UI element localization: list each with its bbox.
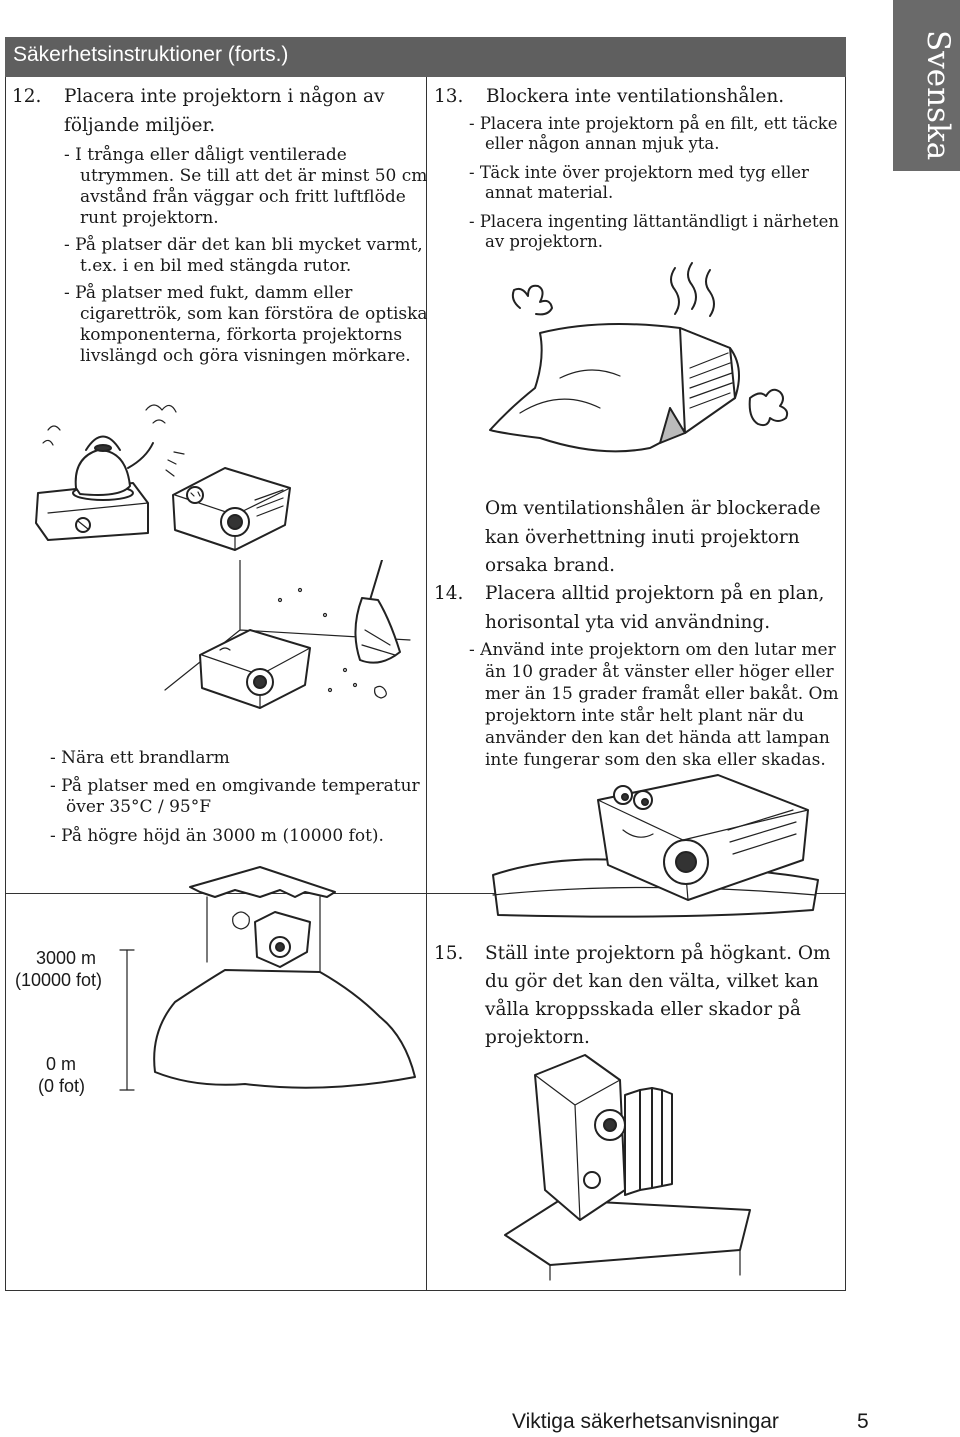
altitude-bottom-meters: 0 m (46, 1054, 77, 1074)
covered-projector-illustration (489, 262, 789, 453)
language-label: Svenska (920, 30, 956, 161)
item14-bullet-line4: projektorn inte står helt plant när du (485, 706, 805, 726)
item13-bullet3-line2: av projektorn. (485, 232, 603, 251)
altitude-top-feet: (10000 fot) (15, 970, 103, 990)
item12-bullet1-line2: utrymmen. Se till att det är minst 50 cm (80, 166, 428, 186)
item12-bullet3-line3: komponenterna, förkorta projektorns (80, 325, 403, 345)
item13-bullet2-line1: - Täck inte över projektorn med tyg elle… (469, 163, 809, 182)
projector-heat-illustration (172, 467, 291, 551)
section-title: Säkerhetsinstruktioner (forts.) (13, 43, 289, 66)
item15-number: 15. (434, 943, 464, 964)
item14-bullet-line3: mer än 15 grader framåt eller bakåt. Om (485, 684, 839, 704)
item14-number: 14. (434, 583, 464, 604)
item14-line1: Placera alltid projektorn på en plan, (485, 583, 825, 604)
item12-line2: följande miljöer. (64, 115, 216, 136)
item12-line1: Placera inte projektorn i någon av (64, 86, 385, 107)
item13-note-line1: Om ventilationshålen är blockerade (485, 498, 821, 519)
item13-bullet2-line2: annat material. (485, 183, 614, 202)
altitude-illustration (119, 866, 416, 1091)
section-header: Säkerhetsinstruktioner (forts.) (5, 37, 846, 77)
item12-bullet3-line1: - På platser med fukt, damm eller (64, 283, 353, 303)
item14-bullet-line5: använder den kan det hända att lampan (485, 728, 830, 748)
tilted-projector-illustration (492, 774, 819, 918)
item13-title: Blockera inte ventilationshålen. (486, 86, 785, 107)
item13-bullet3-line1: - Placera ingenting lättantändligt i när… (469, 212, 839, 231)
row-divider (5, 893, 846, 894)
altitude-bottom-feet: (0 fot) (38, 1076, 86, 1096)
dusty-corner-illustration (164, 560, 411, 709)
upright-projector-illustration (504, 1054, 751, 1281)
item13-note-line3: orsaka brand. (485, 555, 615, 576)
item14-bullet-line6: inte fungerar som den ska eller skadas. (485, 750, 826, 770)
item12-bullet4-line1: - Nära ett brandlarm (50, 748, 230, 768)
content-frame (5, 77, 846, 1291)
item13-number: 13. (434, 86, 464, 107)
item15-line2: du gör det kan den välta, vilket kan (485, 971, 819, 992)
item12-bullet5-line1: - På platser med en omgivande temperatur (50, 776, 420, 796)
item12-bullet6-line1: - På högre höjd än 3000 m (10000 fot). (50, 826, 384, 846)
item12-bullet1-line1: - I trånga eller dåligt ventilerade (64, 145, 347, 165)
altitude-top-meters: 3000 m (36, 948, 97, 968)
column-divider (426, 77, 427, 1291)
page-number: 5 (857, 1410, 869, 1433)
footer-title: Viktiga säkerhetsanvisningar (512, 1410, 779, 1433)
item14-bullet-line1: - Använd inte projektorn om den lutar me… (469, 640, 836, 660)
item13-bullet1-line1: - Placera inte projektorn på en filt, et… (469, 114, 838, 133)
language-tab (893, 0, 960, 171)
item15-line4: projektorn. (485, 1027, 590, 1048)
item12-bullet1-line4: runt projektorn. (80, 208, 219, 228)
item15-line3: vålla kroppsskada eller skador på (485, 999, 801, 1020)
item15-line1: Ställ inte projektorn på högkant. Om (485, 943, 831, 964)
kettle-stove-illustration (35, 404, 185, 541)
item12-bullet5-line2: över 35°C / 95°F (66, 797, 212, 817)
item14-bullet-line2: än 10 grader åt vänster eller höger elle… (485, 662, 834, 682)
item12-bullet1-line3: avstånd från väggar och fritt luftflöde (80, 187, 406, 207)
item12-bullet3-line2: cigarettrök, som kan förstöra de optiska (80, 304, 428, 324)
item14-line2: horisontal yta vid användning. (485, 612, 771, 633)
item12-bullet2-line1: - På platser där det kan bli mycket varm… (64, 235, 423, 255)
item13-bullet1-line2: eller någon annan mjuk yta. (485, 134, 720, 153)
item13-note-line2: kan överhettning inuti projektorn (485, 527, 800, 548)
item12-number: 12. (12, 86, 42, 107)
item12-bullet2-line2: t.ex. i en bil med stängda rutor. (80, 256, 352, 276)
item12-bullet3-line4: livslängd och göra visningen mörkare. (80, 346, 411, 366)
